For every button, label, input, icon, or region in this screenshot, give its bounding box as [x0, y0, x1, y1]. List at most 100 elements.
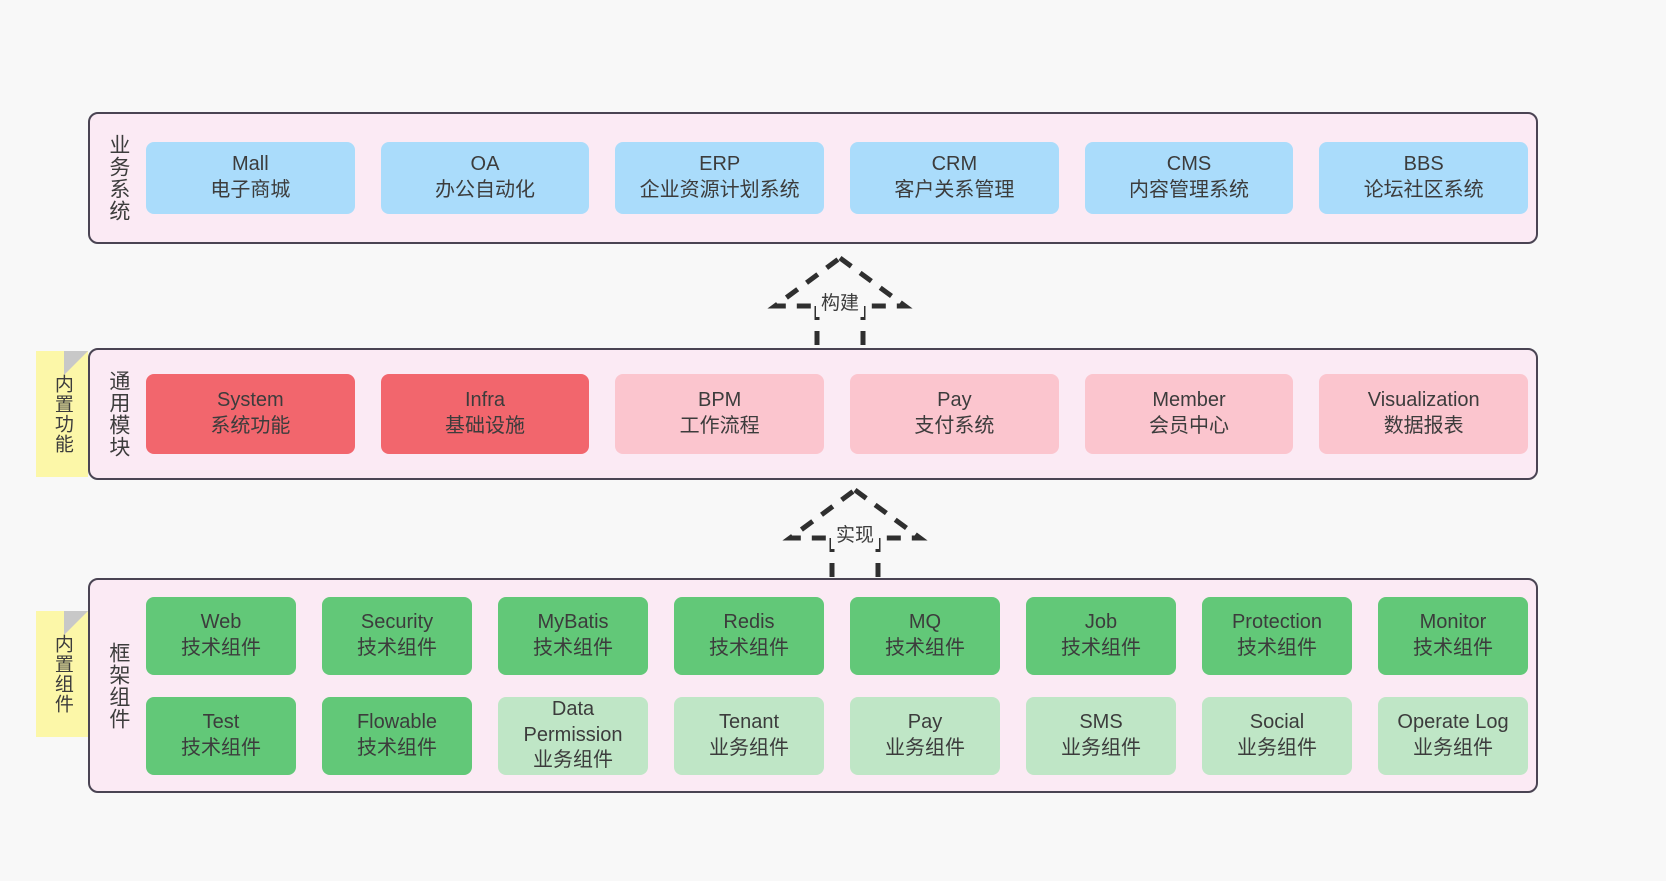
node-web[interactable]: Web 技术组件	[146, 596, 296, 675]
node-title: OA	[470, 153, 500, 176]
node-title: CRM	[931, 153, 978, 176]
node-infra[interactable]: Infra 基础设施	[380, 374, 590, 454]
arrowhead-triangle-icon	[782, 486, 928, 541]
node-bpm[interactable]: BPM 工作流程	[615, 374, 825, 454]
node-tenant[interactable]: Tenant 业务组件	[674, 696, 824, 775]
node-subtitle: 技术组件	[885, 636, 965, 659]
node-crm[interactable]: CRM 客户关系管理	[850, 142, 1059, 214]
layer-title-business-systems: 业务系统	[106, 134, 130, 222]
node-subtitle: 业务组件	[885, 736, 965, 759]
node-redis[interactable]: Redis 技术组件	[674, 596, 824, 675]
node-subtitle: 业务组件	[533, 749, 613, 772]
node-title: Job	[1084, 610, 1118, 633]
node-title: BPM	[698, 389, 742, 412]
node-cms[interactable]: CMS 内容管理系统	[1084, 142, 1294, 214]
row-common-modules: System 系统功能 Infra 基础设施 BPM 工作流程 Pay 支付系统…	[146, 374, 1529, 454]
node-flowable[interactable]: Flowable 技术组件	[322, 696, 472, 775]
node-subtitle: 技术组件	[533, 636, 613, 659]
row-business-systems: Mall 电子商城 OA 办公自动化 ERP 企业资源计划系统 CRM 客户关系…	[146, 142, 1529, 214]
layer-business-systems: 业务系统 Mall 电子商城 OA 办公自动化 ERP 企业资源计划系统 CRM…	[88, 112, 1538, 244]
node-subtitle: 工作流程	[679, 415, 760, 437]
node-mall[interactable]: Mall 电子商城	[146, 142, 355, 214]
node-data-permission[interactable]: Data Permission 业务组件	[498, 696, 648, 775]
node-title: Test	[202, 710, 240, 733]
node-subtitle: 内容管理系统	[1129, 179, 1250, 201]
node-title: MQ	[908, 610, 942, 633]
node-subtitle: 技术组件	[1237, 636, 1317, 659]
note-label: 内置组件	[51, 634, 73, 714]
node-subtitle: 办公自动化	[435, 179, 535, 201]
node-mq[interactable]: MQ 技术组件	[850, 596, 1000, 675]
node-test[interactable]: Test 技术组件	[146, 696, 296, 775]
layer-title-framework-components: 框架组件	[106, 641, 130, 730]
node-title: Flowable	[356, 710, 438, 733]
arrowhead-triangle-icon	[767, 254, 913, 309]
node-subtitle: 会员中心	[1149, 415, 1230, 437]
note-builtin-components: 内置组件	[36, 611, 88, 737]
node-monitor[interactable]: Monitor 技术组件	[1378, 596, 1528, 675]
node-social[interactable]: Social 业务组件	[1202, 696, 1352, 775]
node-subtitle: 业务组件	[1237, 736, 1317, 759]
note-label: 内置功能	[51, 374, 73, 454]
node-oa[interactable]: OA 办公自动化	[380, 142, 590, 214]
node-subtitle: 技术组件	[181, 636, 261, 659]
node-subtitle: 技术组件	[709, 636, 789, 659]
node-subtitle: 业务组件	[709, 736, 789, 759]
node-sms[interactable]: SMS 业务组件	[1026, 696, 1176, 775]
node-title: Infra	[464, 389, 506, 412]
node-title: Protection	[1231, 610, 1323, 633]
node-system[interactable]: System 系统功能	[146, 374, 355, 454]
node-subtitle: 技术组件	[181, 736, 261, 759]
node-title: Pay	[937, 389, 972, 412]
connector-implement: 实现	[760, 484, 950, 580]
layer-body-framework-components: Web 技术组件 Security 技术组件 MyBatis 技术组件 Redi…	[146, 580, 1536, 791]
node-subtitle: 企业资源计划系统	[639, 179, 800, 201]
node-title: System	[216, 389, 284, 412]
node-title: MyBatis	[537, 610, 609, 633]
node-subtitle: 技术组件	[1061, 636, 1141, 659]
connector-label: 构建	[815, 292, 865, 317]
node-subtitle: 电子商城	[210, 179, 291, 201]
layer-framework-components: 框架组件 Web 技术组件 Security 技术组件 MyBatis 技术组件…	[88, 578, 1538, 793]
node-visualization[interactable]: Visualization 数据报表	[1319, 374, 1529, 454]
node-title: Monitor	[1419, 610, 1487, 633]
row-technical-components: Web 技术组件 Security 技术组件 MyBatis 技术组件 Redi…	[146, 596, 1528, 675]
node-title: Security	[360, 610, 434, 633]
node-title: CMS	[1166, 153, 1212, 176]
node-subtitle: 技术组件	[357, 736, 437, 759]
node-title: Tenant	[718, 710, 780, 733]
node-subtitle: 业务组件	[1413, 736, 1493, 759]
node-member[interactable]: Member 会员中心	[1084, 374, 1294, 454]
node-title: ERP	[699, 153, 741, 176]
node-title: Data Permission	[523, 698, 623, 746]
node-security[interactable]: Security 技术组件	[322, 596, 472, 675]
connector-build: 构建	[745, 252, 935, 348]
layer-body-common-modules: System 系统功能 Infra 基础设施 BPM 工作流程 Pay 支付系统…	[146, 350, 1536, 478]
node-pay-module[interactable]: Pay 支付系统	[850, 374, 1059, 454]
row-business-components: Test 技术组件 Flowable 技术组件 Data Permission …	[146, 696, 1528, 775]
node-subtitle: 技术组件	[1413, 636, 1493, 659]
node-operate-log[interactable]: Operate Log 业务组件	[1378, 696, 1528, 775]
node-title: Social	[1249, 710, 1305, 733]
node-subtitle: 基础设施	[445, 415, 525, 437]
node-protection[interactable]: Protection 技术组件	[1202, 596, 1352, 675]
node-erp[interactable]: ERP 企业资源计划系统	[615, 142, 825, 214]
node-job[interactable]: Job 技术组件	[1026, 596, 1176, 675]
node-title: Pay	[907, 710, 943, 733]
node-title: Member	[1152, 389, 1226, 412]
node-subtitle: 业务组件	[1061, 736, 1141, 759]
node-subtitle: 支付系统	[914, 415, 995, 437]
node-bbs[interactable]: BBS 论坛社区系统	[1319, 142, 1529, 214]
node-title: Operate Log	[1397, 710, 1509, 733]
node-title: Visualization	[1367, 389, 1480, 412]
node-title: Redis	[723, 610, 775, 633]
node-subtitle: 论坛社区系统	[1363, 179, 1484, 201]
node-subtitle: 技术组件	[357, 636, 437, 659]
node-subtitle: 系统功能	[210, 415, 291, 437]
node-mybatis[interactable]: MyBatis 技术组件	[498, 596, 648, 675]
note-builtin-functions: 内置功能	[36, 351, 88, 477]
node-pay-component[interactable]: Pay 业务组件	[850, 696, 1000, 775]
node-subtitle: 数据报表	[1383, 415, 1464, 437]
node-title: Mall	[232, 153, 269, 176]
